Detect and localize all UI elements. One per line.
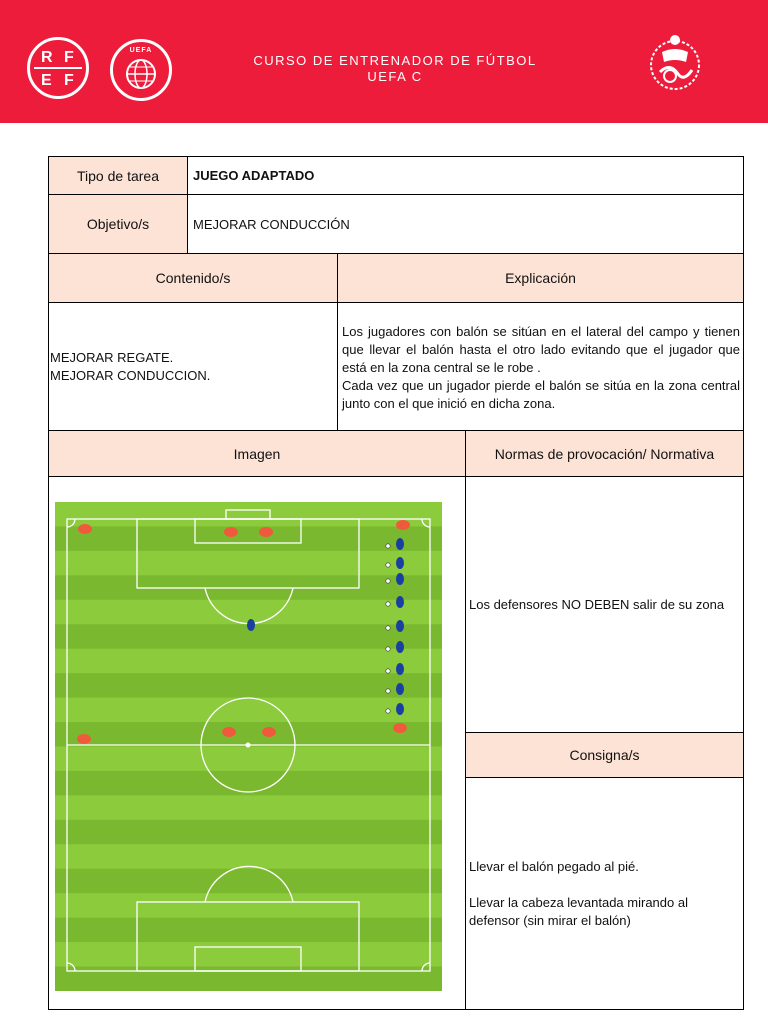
grass-stripe <box>55 648 442 674</box>
consigna-label: Consigna/s <box>465 732 744 778</box>
attacker-with-ball <box>385 573 404 585</box>
player-icon <box>396 573 404 585</box>
grass-stripe <box>55 795 442 821</box>
course-title-line1: CURSO DE ENTRENADOR DE FÚTBOL <box>253 53 537 68</box>
grass-stripe <box>55 893 442 919</box>
ball-icon <box>385 688 391 694</box>
cone-marker <box>78 524 92 534</box>
normas-cell: Los defensores NO DEBEN salir de su zona <box>465 476 744 733</box>
ball-icon <box>385 562 391 568</box>
bottom-goal-area <box>194 946 302 972</box>
defender-player-icon <box>247 619 255 631</box>
ball-icon <box>385 625 391 631</box>
grass-stripe <box>55 746 442 772</box>
cone-marker <box>224 527 238 537</box>
normas-text: Los defensores NO DEBEN salir de su zona <box>469 596 725 612</box>
grass-stripe <box>55 844 442 870</box>
corner-arc <box>66 518 76 528</box>
cone-marker <box>396 520 410 530</box>
corner-arc <box>66 962 76 972</box>
attacker-with-ball <box>385 620 404 632</box>
grass-stripe <box>55 819 442 845</box>
pitch-lines <box>66 509 431 972</box>
ball-icon <box>385 543 391 549</box>
tipo-label: Tipo de tarea <box>48 156 188 195</box>
course-title: CURSO DE ENTRENADOR DE FÚTBOL UEFA C <box>195 53 595 85</box>
objetivo-label: Objetivo/s <box>48 194 188 254</box>
imagen-label: Imagen <box>48 430 466 477</box>
training-pitch-diagram <box>55 502 442 992</box>
rfef-letter-r: R <box>41 49 53 66</box>
football-pitch <box>55 502 442 992</box>
ball-icon <box>385 601 391 607</box>
contenido-cell: MEJORAR REGATE. MEJORAR CONDUCCION. <box>48 302 338 431</box>
rfef-letter-e: E <box>41 72 52 89</box>
ball-icon <box>385 646 391 652</box>
grass-stripe <box>55 917 442 943</box>
attacker-with-ball <box>385 683 404 695</box>
cones-group <box>77 520 410 744</box>
bottom-penalty-arc <box>204 865 294 903</box>
grass-stripe <box>55 868 442 894</box>
rfef-letter-f2: F <box>64 72 74 89</box>
grass-stripe <box>55 673 442 699</box>
tipo-value: JUEGO ADAPTADO <box>187 156 744 195</box>
federation-crest-icon <box>650 35 700 90</box>
player-icon <box>396 703 404 715</box>
consigna-paragraph: Llevar el balón pegado al pié. <box>469 859 639 874</box>
attacker-with-ball <box>385 557 404 569</box>
grass-stripe <box>55 526 442 552</box>
player-icon <box>396 596 404 608</box>
player-icon <box>396 620 404 632</box>
normas-label: Normas de provocación/ Normativa <box>465 430 744 477</box>
top-goal <box>225 509 271 520</box>
attacker-with-ball <box>385 703 404 715</box>
consigna-cell: Llevar el balón pegado al pié. Llevar la… <box>465 777 744 1010</box>
grass-stripe <box>55 942 442 968</box>
grass-stripe <box>55 550 442 576</box>
page-header: R F E F UEFA CURSO DE ENTRENADOR DE FÚTB… <box>0 0 768 123</box>
cone-marker <box>222 727 236 737</box>
ball-icon <box>385 668 391 674</box>
grass-stripe <box>55 502 442 527</box>
uefa-logo-label: UEFA <box>129 47 153 54</box>
grass-stripe <box>55 697 442 723</box>
rfef-logo: R F E F <box>27 37 89 99</box>
corner-arc <box>421 962 431 972</box>
rfef-letter-f: F <box>64 49 74 66</box>
uefa-logo: UEFA <box>110 39 172 101</box>
player-icon <box>396 683 404 695</box>
attacker-with-ball <box>385 663 404 675</box>
cone-marker <box>262 727 276 737</box>
explicacion-paragraph: Los jugadores con balón se sitúan en el … <box>342 324 740 375</box>
ball-icon <box>385 708 391 714</box>
grass-stripes <box>55 502 442 992</box>
grass-stripe <box>55 966 442 992</box>
players-group <box>247 538 404 715</box>
attacker-with-ball <box>385 538 404 550</box>
center-spot <box>245 742 251 748</box>
contenido-line: MEJORAR CONDUCCION. <box>50 367 211 383</box>
player-icon <box>396 663 404 675</box>
objetivo-value: MEJORAR CONDUCCIÓN <box>187 194 744 254</box>
explicacion-paragraph: Cada vez que un jugador pierde el balón … <box>342 378 740 411</box>
cone-marker <box>77 734 91 744</box>
attacker-with-ball <box>385 641 404 653</box>
attacker-with-ball <box>385 596 404 608</box>
center-circle <box>200 697 296 793</box>
explicacion-cell: Los jugadores con balón se sitúan en el … <box>337 302 744 431</box>
explicacion-label: Explicación <box>337 253 744 303</box>
player-icon <box>396 538 404 550</box>
corner-arc <box>421 518 431 528</box>
globe-icon <box>126 59 156 89</box>
consigna-paragraph: Llevar la cabeza levantada mirando al de… <box>469 895 688 928</box>
ball-icon <box>385 578 391 584</box>
cone-marker <box>259 527 273 537</box>
contenido-line: MEJORAR REGATE. <box>50 349 174 365</box>
cone-marker <box>393 723 407 733</box>
player-icon <box>396 641 404 653</box>
contenido-label: Contenido/s <box>48 253 338 303</box>
course-title-line2: UEFA C <box>367 69 423 84</box>
player-icon <box>396 557 404 569</box>
